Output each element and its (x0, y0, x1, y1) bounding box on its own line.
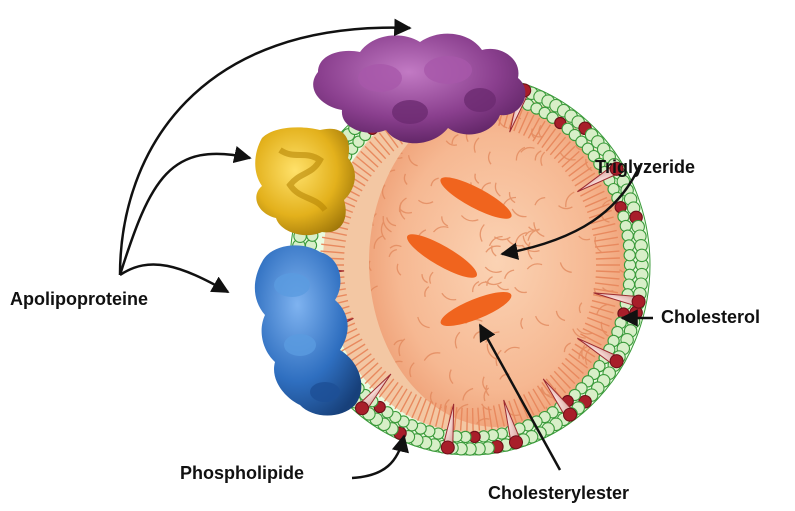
label-cholesterol: Cholesterol (661, 307, 760, 328)
apoprotein-yellow (255, 127, 355, 235)
arrow-phospholipide (352, 436, 404, 478)
label-triglyzeride: Triglyzeride (595, 157, 695, 178)
arrow-apo-to-blue (120, 264, 228, 292)
label-phospholipide: Phospholipide (180, 463, 304, 484)
label-apolipoproteine: Apolipoproteine (10, 289, 148, 310)
label-cholesterylester: Cholesterylester (488, 483, 629, 504)
